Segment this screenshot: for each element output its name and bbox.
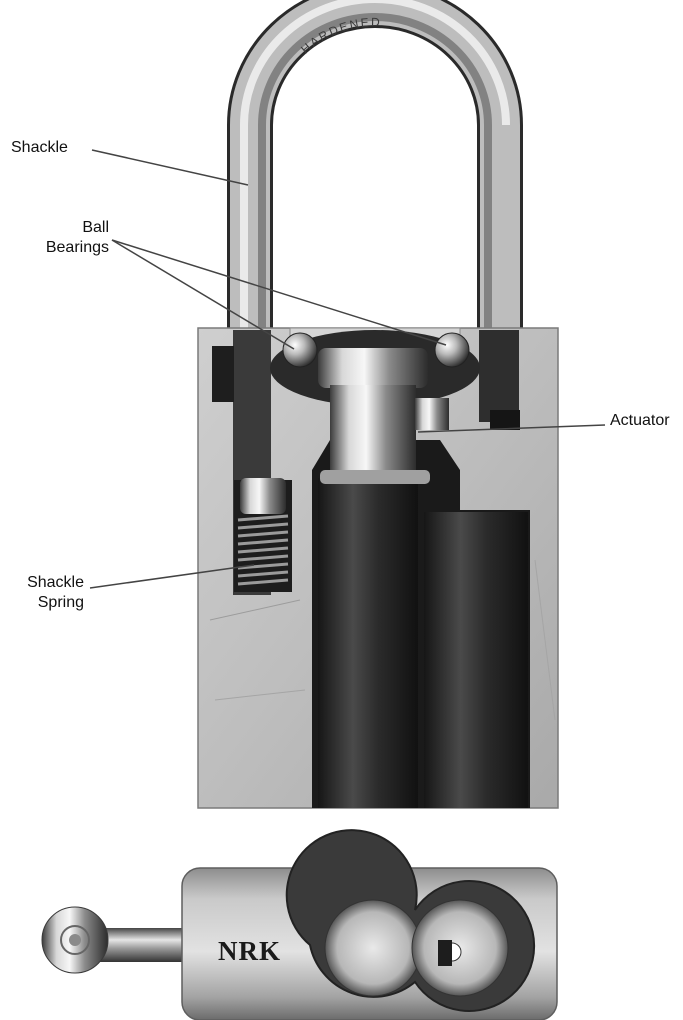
shackle-spring [234,478,292,592]
actuator [318,348,449,484]
label-shackle-spring: Shackle Spring [0,573,84,613]
ball-bearings-leader-line-left [111,239,295,350]
label-ball-bearings-line1: Ball [82,219,109,236]
lock-cylinder-right [424,512,528,808]
label-actuator: Actuator [610,412,670,429]
label-shackle-spring-line2: Spring [37,594,84,611]
label-ball-bearings-line2: Bearings [45,239,109,256]
ball-bearings-leader-line-right [111,239,447,346]
lock-cylinder-left [318,478,418,808]
shackle [227,0,523,583]
nrk-marking: NRK [218,936,281,966]
ball-bearing-right [434,332,470,368]
label-ball-bearings: Ball Bearings [0,218,109,258]
shackle-leader-line [91,149,249,186]
key-cylinder-face [324,899,422,997]
padlock-end-view: NRK [41,829,558,1020]
actuator-leader-line [417,424,606,433]
label-shackle: Shackle [11,139,68,156]
shackle-spring-leader-line [89,564,255,589]
ball-bearing-left [282,332,318,368]
label-shackle-spring-line1: Shackle [27,574,84,591]
